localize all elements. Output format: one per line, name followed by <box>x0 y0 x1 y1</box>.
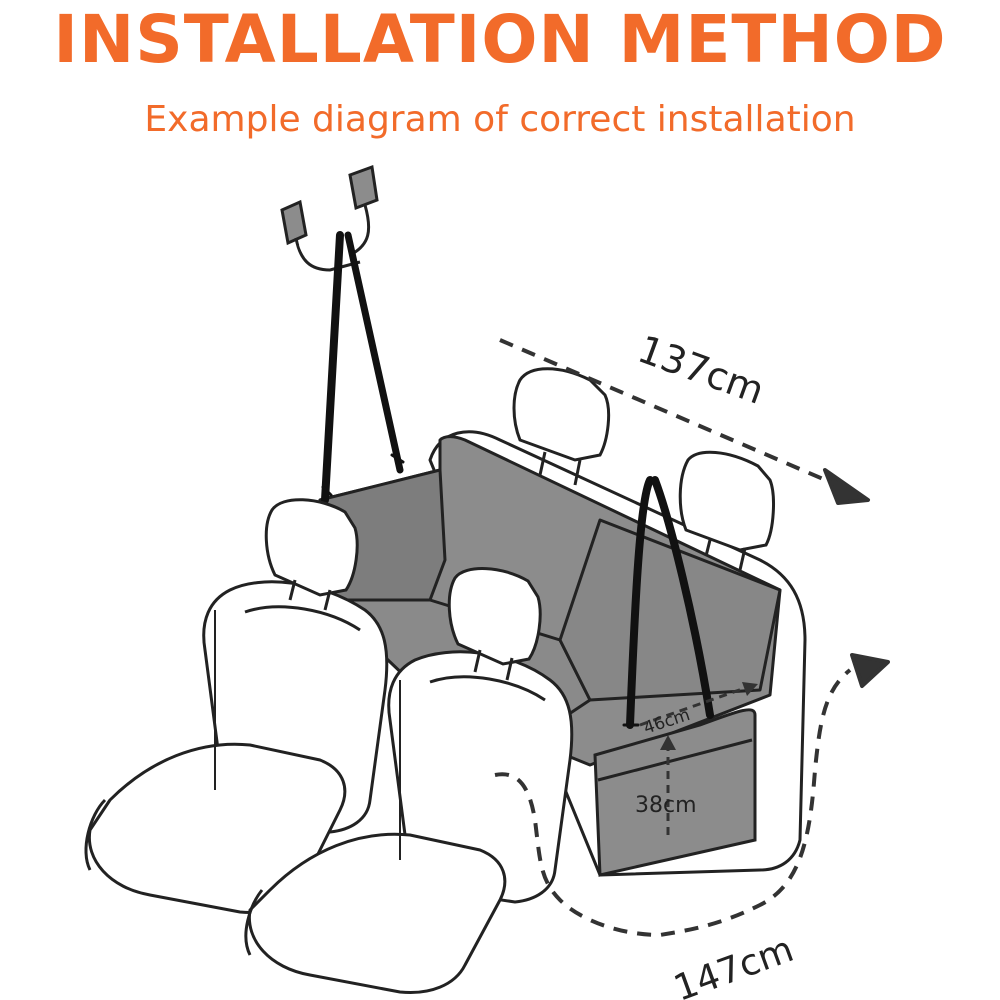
measurement-147: 147cm <box>669 929 799 1000</box>
strap-left <box>321 231 405 504</box>
dimension-line-147 <box>494 668 852 938</box>
storage-pocket <box>593 708 757 877</box>
front-seat-right <box>244 650 574 995</box>
front-headrest-left <box>264 498 359 611</box>
dimension-line-46 <box>639 686 746 727</box>
page-subtitle: Example diagram of correct installation <box>144 99 856 140</box>
rear-headrest-left <box>512 367 611 486</box>
arrow-137-icon <box>823 468 870 505</box>
measurement-137: 137cm <box>632 327 770 413</box>
measurement-38: 38cm <box>635 793 697 818</box>
arrow-38-icon <box>660 735 676 750</box>
front-headrest-right <box>447 567 542 681</box>
arrow-147-icon <box>850 653 890 688</box>
arrow-46-icon <box>742 682 758 696</box>
headrest-hook <box>280 164 379 272</box>
strap-right <box>622 476 714 729</box>
dimension-line-137 <box>499 338 831 484</box>
page-title: INSTALLATION METHOD <box>53 1 947 78</box>
